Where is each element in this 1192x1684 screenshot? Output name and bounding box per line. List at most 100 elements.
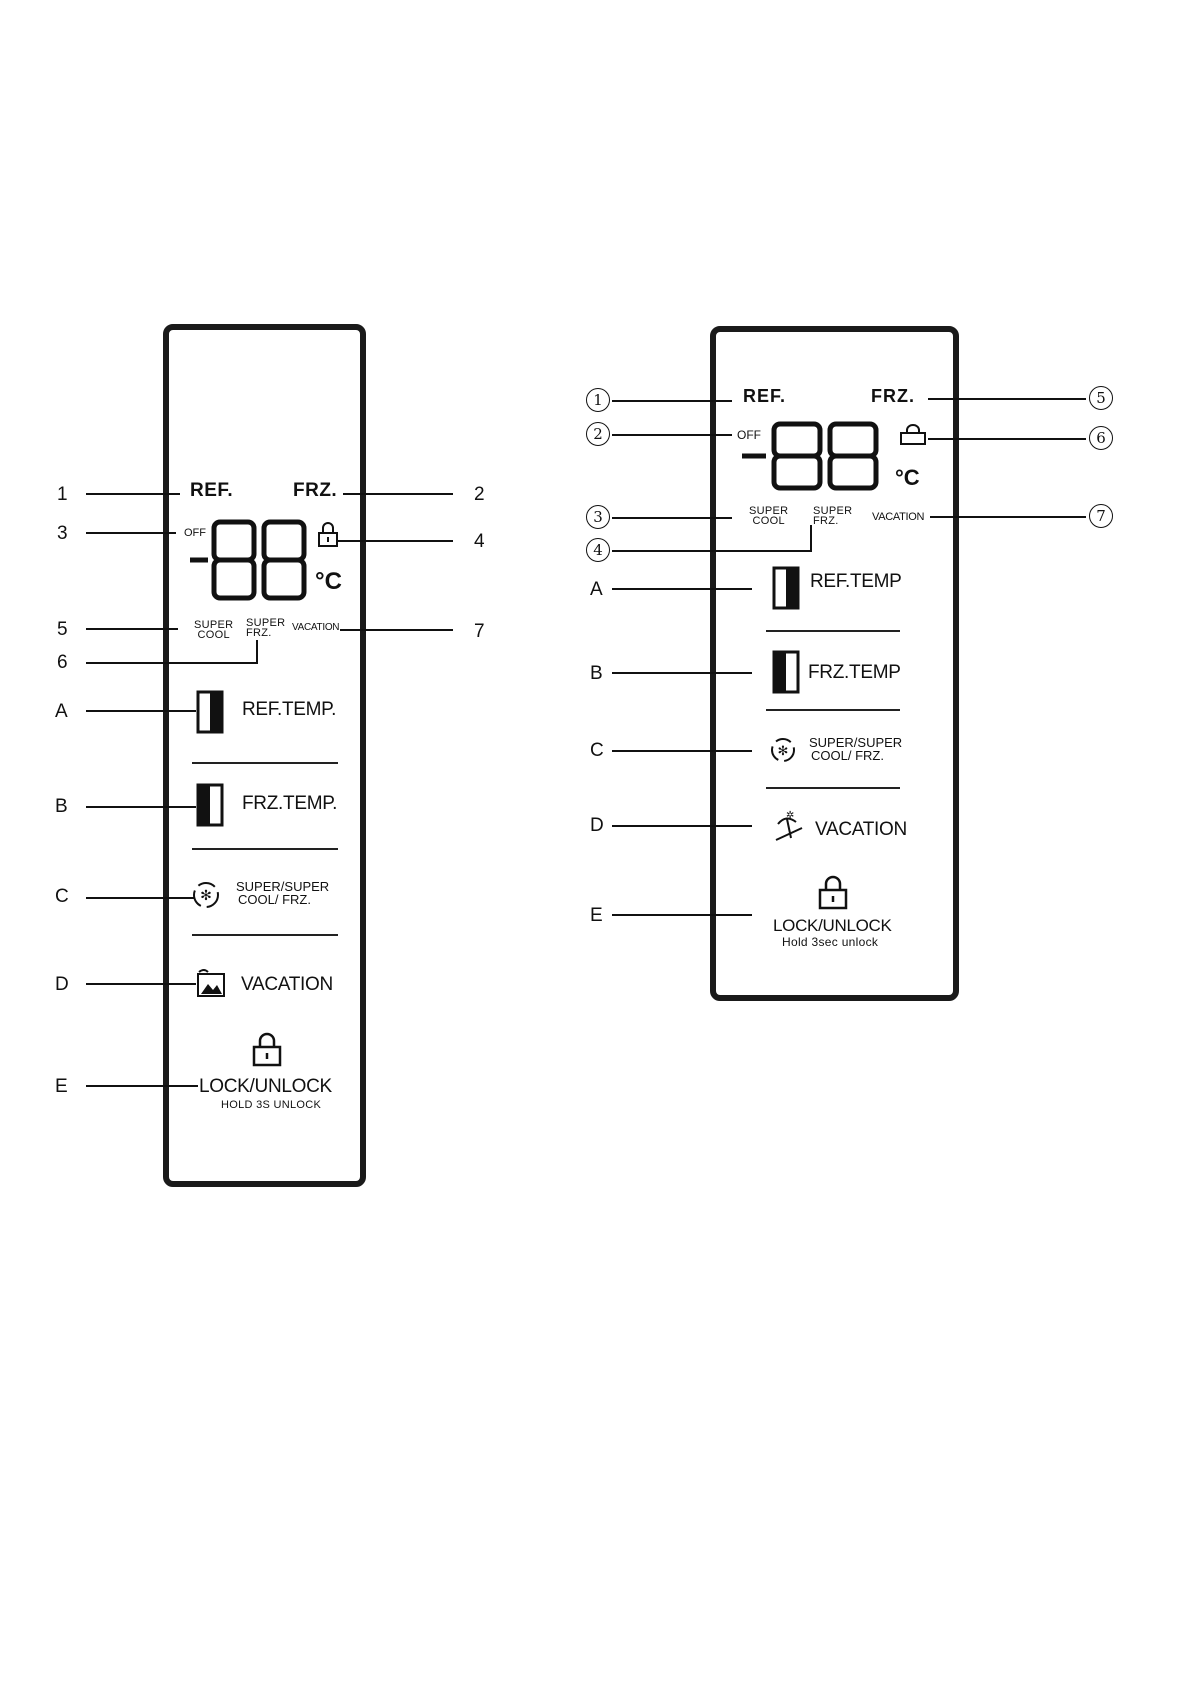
- right-vacation-indicator: VACATION: [872, 511, 925, 523]
- right-callout-1: 1: [586, 388, 610, 412]
- left-leader-6-vertical: [256, 640, 258, 664]
- right-callout-4: 4: [586, 538, 610, 562]
- left-frz-temp-button[interactable]: FRZ.TEMP.: [242, 793, 338, 814]
- left-separator-1: [192, 762, 338, 764]
- right-vacation-button[interactable]: VACATION: [815, 819, 907, 840]
- right-leader-7: [930, 516, 1086, 518]
- right-lock-icon: [818, 875, 848, 910]
- right-ref-temp-button[interactable]: REF.TEMP: [810, 571, 902, 592]
- right-leader-3: [612, 517, 732, 519]
- left-ref-indicator: REF.: [190, 480, 234, 501]
- right-callout-6: 6: [1089, 426, 1113, 450]
- left-leader-b: [86, 806, 196, 808]
- left-callout-3: 3: [57, 523, 68, 544]
- right-vacation-icon: ✲: [775, 810, 803, 841]
- right-leader-6: [928, 438, 1086, 440]
- left-callout-a: A: [55, 701, 68, 722]
- right-hold-hint: Hold 3sec unlock: [782, 935, 879, 949]
- left-off-indicator: OFF: [184, 527, 206, 539]
- right-leader-1: [612, 400, 732, 402]
- left-leader-7: [340, 629, 453, 631]
- left-ref-temp-button[interactable]: REF.TEMP.: [242, 699, 337, 720]
- right-separator-1: [766, 630, 900, 632]
- left-hold-hint: HOLD 3S UNLOCK: [221, 1099, 322, 1111]
- right-callout-b: B: [590, 663, 603, 684]
- left-vacation-icon: [197, 969, 225, 997]
- right-callout-7: 7: [1089, 504, 1113, 528]
- right-celsius-unit: °C: [895, 465, 920, 490]
- right-callout-5: 5: [1089, 386, 1113, 410]
- right-callout-3: 3: [586, 505, 610, 529]
- svg-text:✻: ✻: [778, 744, 789, 759]
- right-separator-3: [766, 787, 900, 789]
- left-lock-icon: [252, 1032, 282, 1067]
- right-callout-c: C: [590, 740, 604, 761]
- right-leader-4-vertical: [810, 525, 812, 552]
- left-leader-3: [86, 532, 176, 534]
- right-lock-unlock-button[interactable]: LOCK/UNLOCK: [773, 916, 892, 935]
- right-leader-2: [612, 434, 732, 436]
- svg-text:✲: ✲: [786, 810, 794, 821]
- right-frz-temp-button[interactable]: FRZ.TEMP: [808, 662, 901, 683]
- left-leader-1: [86, 493, 180, 495]
- left-leader-d: [86, 983, 196, 985]
- left-vacation-indicator: VACATION: [292, 622, 340, 633]
- left-celsius-unit: °C: [315, 568, 342, 595]
- left-callout-e: E: [55, 1076, 68, 1097]
- left-callout-b: B: [55, 796, 68, 817]
- left-lock-indicator-icon: [318, 522, 338, 547]
- left-super-snowflake-icon: ✻: [193, 882, 219, 908]
- svg-text:✻: ✻: [200, 888, 212, 904]
- left-leader-5: [86, 628, 178, 630]
- left-leader-6: [86, 662, 258, 664]
- left-panel-frame: [163, 324, 366, 1187]
- right-callout-e: E: [590, 905, 603, 926]
- right-leader-4: [612, 550, 812, 552]
- left-separator-2: [192, 848, 338, 850]
- right-frz-indicator: FRZ.: [871, 386, 915, 406]
- left-callout-1: 1: [57, 484, 68, 505]
- left-vacation-button[interactable]: VACATION: [241, 974, 333, 995]
- right-leader-d: [612, 825, 752, 827]
- left-frz-indicator: FRZ.: [293, 480, 338, 501]
- right-separator-2: [766, 709, 900, 711]
- right-callout-2: 2: [586, 422, 610, 446]
- left-seven-segment-display: [190, 519, 307, 601]
- right-off-indicator: OFF: [737, 428, 761, 442]
- right-leader-a: [612, 588, 752, 590]
- left-lock-unlock-button[interactable]: LOCK/UNLOCK: [199, 1076, 332, 1097]
- left-separator-3: [192, 934, 338, 936]
- right-leader-e: [612, 914, 752, 916]
- right-callout-a: A: [590, 579, 603, 600]
- left-callout-4: 4: [474, 531, 485, 552]
- left-leader-e: [86, 1085, 198, 1087]
- left-leader-2: [343, 493, 453, 495]
- left-callout-d: D: [55, 974, 69, 995]
- left-ref-temp-icon: [196, 690, 224, 734]
- right-leader-c: [612, 750, 752, 752]
- right-frz-temp-icon: [772, 650, 800, 694]
- left-callout-2: 2: [474, 484, 485, 505]
- left-leader-a: [86, 710, 196, 712]
- left-leader-4: [338, 540, 453, 542]
- left-callout-6: 6: [57, 652, 68, 673]
- right-leader-5: [928, 398, 1086, 400]
- right-panel-frame: [710, 326, 959, 1001]
- right-ref-temp-icon: [772, 566, 800, 610]
- right-callout-d: D: [590, 815, 604, 836]
- right-seven-segment-display: [742, 421, 879, 491]
- left-callout-c: C: [55, 886, 69, 907]
- right-ref-indicator: REF.: [743, 386, 787, 406]
- right-lock-indicator-icon: [900, 424, 926, 445]
- right-leader-b: [612, 672, 752, 674]
- left-callout-7: 7: [474, 621, 485, 642]
- right-super-snowflake-icon: ✻: [771, 738, 795, 762]
- left-callout-5: 5: [57, 619, 68, 640]
- left-frz-temp-icon: [196, 783, 224, 827]
